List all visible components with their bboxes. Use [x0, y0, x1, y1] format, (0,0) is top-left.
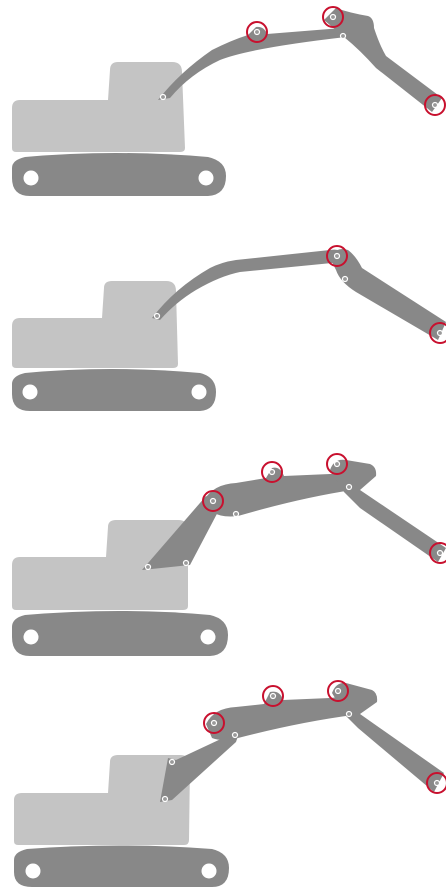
boom	[158, 26, 346, 101]
highlighted-joints	[202, 453, 446, 564]
pins	[153, 252, 444, 337]
pivot-pin	[253, 28, 261, 36]
boom	[206, 691, 353, 740]
stick	[324, 8, 442, 112]
track-wheel-rear	[22, 384, 38, 400]
joint-highlight-ring	[327, 680, 349, 702]
pivot-pin	[209, 497, 217, 505]
excavator-body	[12, 62, 185, 152]
track-wheel-rear	[23, 629, 39, 645]
pivot-pin	[268, 468, 276, 476]
joint-highlight-ring	[426, 772, 446, 794]
joint-highlight-ring	[322, 6, 344, 28]
pivot-pin	[210, 719, 218, 727]
pins	[161, 687, 441, 803]
excavator-body	[12, 281, 178, 368]
track-wheel-front	[198, 170, 214, 186]
pivot-pin	[153, 312, 161, 320]
highlighted-joints	[203, 680, 446, 794]
pins	[159, 13, 439, 109]
track	[12, 369, 216, 411]
pivot-pin	[345, 483, 353, 491]
joint-highlight-ring	[326, 453, 348, 475]
excavator-body	[14, 755, 190, 845]
track	[14, 845, 229, 887]
excavator-variant-1	[12, 6, 446, 196]
pivot-pin	[269, 692, 277, 700]
joint-highlight-ring	[261, 461, 283, 483]
stick	[332, 682, 444, 792]
joint-highlight-ring	[262, 685, 284, 707]
joint-highlight-ring	[202, 490, 224, 512]
pivot-pin	[341, 275, 349, 283]
highlighted-joints	[326, 245, 446, 344]
knuckle-link	[160, 730, 240, 802]
joint-highlight-ring	[424, 94, 446, 116]
pivot-pin	[231, 731, 239, 739]
joint-highlight-ring	[203, 712, 225, 734]
pivot-pin	[436, 329, 444, 337]
pivot-pin	[339, 32, 347, 40]
excavator-variant-2	[12, 245, 446, 411]
excavator-variant-4	[14, 680, 446, 887]
pivot-pin	[436, 549, 444, 557]
track	[12, 611, 228, 656]
track-wheel-front	[200, 629, 216, 645]
pivot-pin	[232, 510, 240, 518]
track-wheel-front	[191, 384, 207, 400]
highlighted-joints	[246, 6, 446, 116]
boom	[204, 467, 352, 517]
excavator-body	[12, 520, 188, 610]
joint-highlight-ring	[429, 542, 446, 564]
stick	[330, 459, 446, 562]
pivot-pin	[333, 252, 341, 260]
track-wheel-rear	[25, 863, 41, 879]
pivot-pin	[333, 460, 341, 468]
boom	[152, 249, 346, 320]
pivot-pin	[159, 93, 167, 101]
pivot-pin	[144, 563, 152, 571]
joint-highlight-ring	[326, 245, 348, 267]
track-wheel-rear	[23, 170, 39, 186]
joint-highlight-ring	[246, 21, 268, 43]
pins	[144, 460, 444, 571]
track-wheel-front	[201, 863, 217, 879]
stick	[330, 249, 446, 340]
pivot-pin	[433, 779, 441, 787]
pivot-pin	[345, 710, 353, 718]
pivot-pin	[329, 13, 337, 21]
excavator-variant-3	[12, 453, 446, 656]
track	[12, 153, 226, 196]
pivot-pin	[431, 101, 439, 109]
joint-highlight-ring	[429, 322, 446, 344]
pivot-pin	[182, 559, 190, 567]
pivot-pin	[168, 758, 176, 766]
pivot-pin	[161, 795, 169, 803]
knuckle-link	[142, 496, 220, 570]
pivot-pin	[334, 687, 342, 695]
